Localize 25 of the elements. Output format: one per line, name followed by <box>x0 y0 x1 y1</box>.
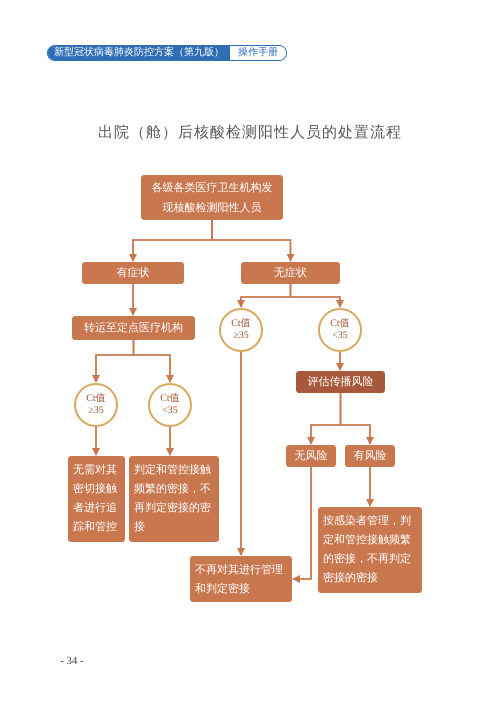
process-box: 各级各类医疗卫生机构发现核酸检测阳性人员 <box>141 175 283 220</box>
arrow <box>336 352 344 371</box>
process-box: 评估传播风险 <box>296 371 385 393</box>
process-box: 按感染者管理，判定和管控接触频繁的密接，不再判定密接的密接 <box>318 507 422 593</box>
arrow <box>292 467 312 583</box>
process-box: 无症状 <box>241 262 340 284</box>
process-box: 判定和管控接触频繁的密接，不再判定密接的密接 <box>129 456 219 542</box>
process-box: 无需对其密切接触者进行追踪和管控 <box>68 456 125 542</box>
title: 出院（舱）后核酸检测阳性人员的处置流程 <box>97 122 403 143</box>
arrow <box>290 284 344 308</box>
process-box: 转运至定点医疗机构 <box>72 316 195 340</box>
process-box: 无风险 <box>286 445 336 467</box>
process-box: 不再对其进行管理和判定密接 <box>190 556 292 602</box>
arrow <box>366 467 374 507</box>
arrow <box>340 393 374 445</box>
arrow <box>166 427 174 456</box>
process-box: 有症状 <box>82 262 184 284</box>
arrow <box>211 220 294 262</box>
arrow <box>92 427 100 456</box>
arrow <box>132 340 174 383</box>
arrow <box>129 284 137 316</box>
page-number: - 34 - <box>60 654 84 669</box>
header-tag: 新型冠状病毒肺炎防控方案（第九版） <box>48 46 230 60</box>
process-box: 有风险 <box>345 445 395 467</box>
arrow <box>237 352 245 556</box>
